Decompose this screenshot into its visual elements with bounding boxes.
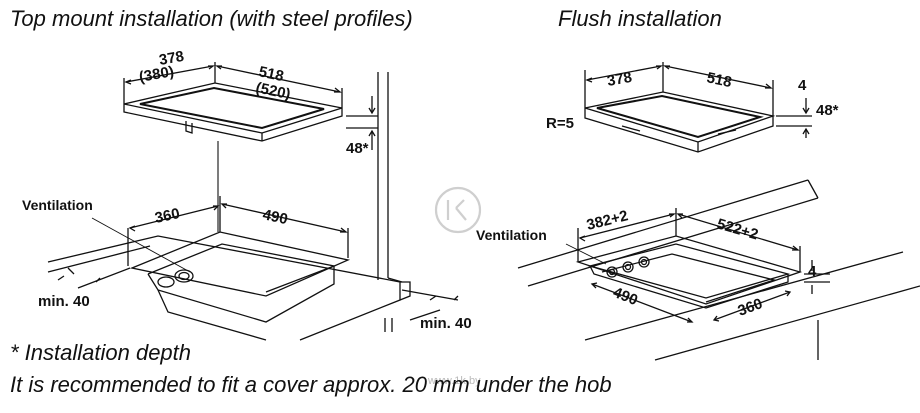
top-mount-min-front-label: min. 40 bbox=[38, 293, 90, 310]
flush-title: Flush installation bbox=[558, 6, 722, 31]
flush-recess-width-label: 522+2 bbox=[715, 216, 760, 244]
top-mount-hob bbox=[123, 82, 343, 142]
flush-dimension-lines bbox=[584, 62, 812, 138]
top-mount-depth-label: 378 bbox=[158, 48, 186, 69]
flush-hob bbox=[584, 91, 776, 153]
cover-recommendation-note: It is recommended to fit a cover approx.… bbox=[10, 372, 612, 397]
top-mount-width-alt-label: (520) bbox=[254, 79, 292, 103]
top-mount-cabinet bbox=[47, 72, 411, 341]
flush-depth-label: 378 bbox=[606, 69, 634, 90]
top-mount-width-label: 518 bbox=[257, 63, 285, 85]
flush-lip-label: 4 bbox=[798, 77, 807, 94]
top-mount-cutout-width-label: 490 bbox=[261, 206, 289, 228]
top-mount-ventilation-label: Ventilation bbox=[22, 197, 93, 213]
installation-depth-note: * Installation depth bbox=[10, 340, 192, 365]
flush-recess-depth-label: 382+2 bbox=[585, 207, 630, 234]
top-mount-depth-alt-label: (380) bbox=[138, 63, 175, 86]
flush-recess-dimensions bbox=[565, 208, 830, 323]
watermark-text: www.1k.by bbox=[427, 375, 481, 387]
top-mount-min-side-label: min. 40 bbox=[420, 315, 472, 332]
flush-worktop bbox=[517, 179, 920, 361]
top-mount-cutout bbox=[129, 231, 351, 341]
flush-ventilation-label: Ventilation bbox=[476, 227, 547, 243]
flush-cutout-depth-label: 360 bbox=[736, 295, 765, 320]
flush-width-label: 518 bbox=[705, 69, 733, 91]
top-mount-cutout-dimensions bbox=[57, 196, 459, 321]
watermark-logo bbox=[434, 186, 482, 234]
top-mount-height-label: 48* bbox=[346, 140, 369, 157]
top-mount-dimension-lines bbox=[123, 62, 378, 150]
flush-cutout-width-label: 490 bbox=[611, 284, 641, 309]
top-mount-title: Top mount installation (with steel profi… bbox=[10, 6, 413, 31]
flush-recess-lip-label: 4 bbox=[808, 263, 817, 280]
flush-recess bbox=[575, 235, 803, 309]
top-mount-cutout-depth-label: 360 bbox=[153, 205, 181, 227]
flush-height-label: 48* bbox=[816, 102, 839, 119]
flush-radius-label: R=5 bbox=[546, 115, 574, 132]
